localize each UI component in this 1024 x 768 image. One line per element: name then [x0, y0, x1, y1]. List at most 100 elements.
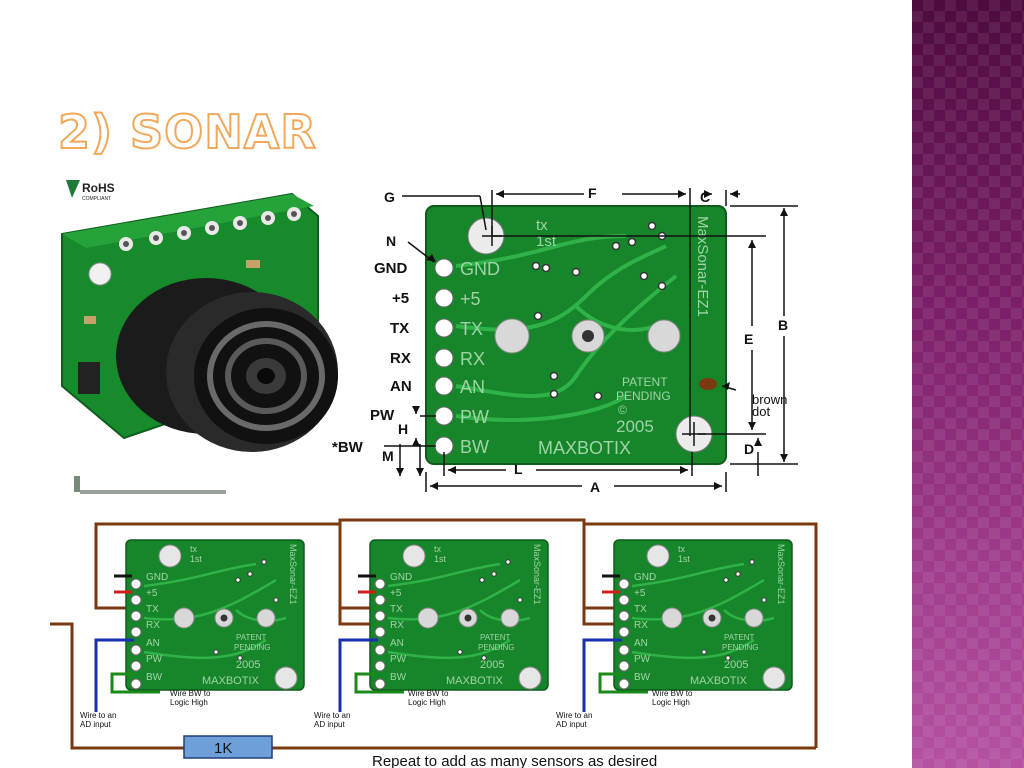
pin-pads	[434, 258, 454, 456]
svg-text:1st: 1st	[678, 554, 691, 564]
svg-text:MaxSonar-EZ1: MaxSonar-EZ1	[288, 544, 298, 605]
dimension-diagram: GND +5 TX RX AN PW BW MAXBOTIX PATENT PE…	[332, 185, 798, 495]
svg-text:*BW: *BW	[332, 439, 364, 456]
svg-text:GND: GND	[634, 572, 656, 583]
svg-text:2005: 2005	[236, 659, 260, 671]
svg-text:PENDING: PENDING	[234, 643, 270, 652]
svg-text:+5: +5	[634, 588, 646, 599]
svg-text:PW: PW	[634, 654, 651, 665]
svg-text:PW: PW	[390, 654, 407, 665]
svg-text:PENDING: PENDING	[722, 643, 758, 652]
svg-text:Wire to an: Wire to an	[556, 711, 592, 720]
svg-text:RX: RX	[460, 349, 485, 369]
svg-text:+5: +5	[390, 588, 402, 599]
svg-text:PATENT: PATENT	[236, 633, 266, 642]
svg-text:+5: +5	[146, 588, 158, 599]
svg-text:BW: BW	[460, 437, 489, 457]
header-pins	[119, 207, 301, 251]
svg-text:dot: dot	[752, 404, 770, 419]
svg-text:Wire to an: Wire to an	[80, 711, 116, 720]
dimension-arrowheads	[396, 190, 788, 490]
resistor-1k: 1K	[183, 735, 273, 759]
svg-text:MAXBOTIX: MAXBOTIX	[446, 675, 504, 687]
svg-text:BW: BW	[634, 672, 651, 683]
svg-text:MAXBOTIX: MAXBOTIX	[690, 675, 748, 687]
svg-text:brown: brown	[752, 392, 787, 407]
svg-text:1st: 1st	[434, 554, 447, 564]
svg-text:GND: GND	[390, 572, 412, 583]
svg-text:BW: BW	[146, 672, 163, 683]
svg-text:MAXBOTIX: MAXBOTIX	[202, 675, 260, 687]
svg-text:C: C	[700, 189, 710, 205]
svg-text:D: D	[744, 441, 754, 457]
svg-text:MaxSonar-EZ1: MaxSonar-EZ1	[694, 216, 711, 317]
svg-text:Wire BW to: Wire BW to	[170, 689, 211, 698]
svg-text:+5: +5	[392, 290, 409, 307]
svg-text:1st: 1st	[190, 554, 203, 564]
sensor-2	[338, 538, 550, 712]
ic-chip	[78, 362, 100, 394]
brown-wiring	[50, 518, 818, 750]
decorative-side-band	[912, 0, 1024, 768]
svg-text:Wire to an: Wire to an	[314, 711, 350, 720]
svg-text:AN: AN	[390, 638, 404, 649]
rohs-logo: RoHS COMPLIANT	[66, 180, 115, 202]
rohs-logo-subtext: COMPLIANT	[82, 196, 111, 202]
svg-text:RX: RX	[390, 350, 411, 367]
dimension-letters: G F C B E D N H M L A	[382, 185, 788, 495]
slide-title: 2) SONAR	[57, 104, 317, 160]
svg-text:N: N	[386, 233, 396, 249]
svg-text:AD input: AD input	[314, 720, 345, 729]
svg-text:2005: 2005	[616, 417, 654, 436]
svg-text:RX: RX	[146, 620, 160, 631]
wiring-notes: Wire BW to Logic High Wire to an AD inpu…	[80, 689, 693, 729]
svg-text:BW: BW	[390, 672, 407, 683]
svg-text:tx: tx	[678, 544, 686, 554]
svg-text:©: ©	[618, 403, 627, 417]
svg-text:Wire BW to: Wire BW to	[408, 689, 449, 698]
svg-text:MaxSonar-EZ1: MaxSonar-EZ1	[776, 544, 786, 605]
svg-text:RX: RX	[634, 620, 648, 631]
svg-text:MaxSonar-EZ1: MaxSonar-EZ1	[532, 544, 542, 605]
sensor-photo: RoHS COMPLIANT	[61, 180, 338, 494]
svg-text:H: H	[398, 421, 408, 437]
svg-text:B: B	[778, 317, 788, 333]
svg-text:PENDING: PENDING	[478, 643, 514, 652]
svg-text:PW: PW	[460, 407, 489, 427]
svg-text:A: A	[590, 479, 600, 495]
svg-text:TX: TX	[146, 604, 159, 615]
svg-text:GND: GND	[146, 572, 168, 583]
svg-text:RX: RX	[390, 620, 404, 631]
svg-text:AN: AN	[390, 378, 412, 395]
svg-text:TX: TX	[390, 604, 403, 615]
svg-text:tx: tx	[536, 217, 548, 234]
repeat-caption: Repeat to add as many sensors as desired	[372, 753, 657, 768]
mount-hole	[88, 262, 112, 286]
rohs-logo-text: RoHS	[82, 181, 115, 195]
svg-text:AN: AN	[146, 638, 160, 649]
svg-text:F: F	[588, 185, 597, 201]
sensor-1	[94, 538, 306, 712]
silkscreen-pin-labels: GND +5 TX RX AN PW BW	[460, 259, 500, 457]
svg-text:PATENT: PATENT	[622, 375, 668, 389]
svg-text:L: L	[514, 461, 523, 477]
svg-text:2005: 2005	[480, 659, 504, 671]
sensor-3	[582, 538, 794, 712]
dimension-lines	[384, 188, 798, 492]
svg-text:PENDING: PENDING	[616, 389, 671, 403]
svg-text:GND: GND	[374, 260, 408, 277]
svg-text:TX: TX	[460, 319, 483, 339]
svg-text:Logic High: Logic High	[652, 698, 690, 707]
svg-text:PW: PW	[146, 654, 163, 665]
sensor-silk-text: GND +5 TX RX AN PW BW MAXBOTIX PATENT PE…	[146, 544, 786, 687]
svg-text:MAXBOTIX: MAXBOTIX	[538, 438, 631, 458]
pin-labels: GND +5 TX RX AN PW *BW	[332, 260, 412, 456]
svg-text:tx: tx	[434, 544, 442, 554]
svg-text:GND: GND	[460, 259, 500, 279]
svg-text:1st: 1st	[536, 233, 557, 250]
svg-text:AD input: AD input	[556, 720, 587, 729]
resistor-label: 1K	[214, 740, 232, 757]
svg-text:AD input: AD input	[80, 720, 111, 729]
svg-text:PATENT: PATENT	[724, 633, 754, 642]
brown-dot-label: brown dot	[752, 392, 787, 419]
